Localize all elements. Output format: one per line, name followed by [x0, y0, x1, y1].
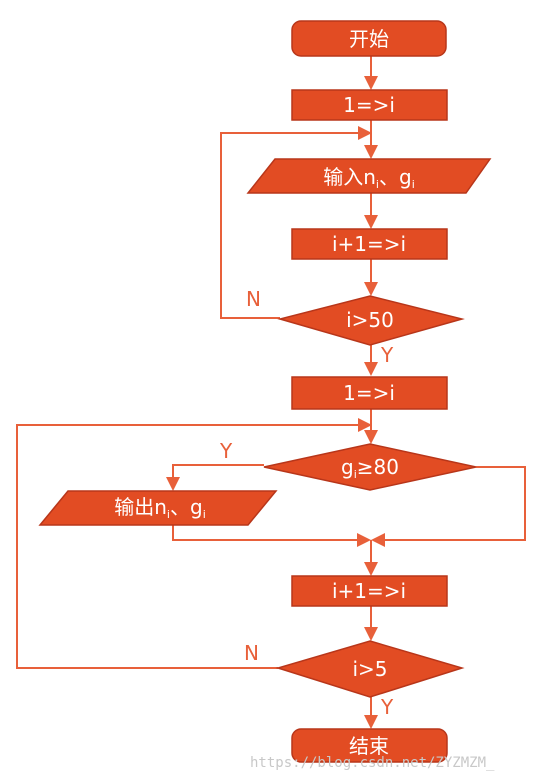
- loop2-line: [16, 424, 365, 669]
- end-label: 结束: [349, 734, 389, 758]
- arrow-head: [364, 715, 378, 729]
- init1-label: 1=>i: [343, 93, 395, 117]
- cond2-label: gi≥80: [341, 455, 399, 481]
- input-node: 输入ni、gi: [246, 158, 492, 194]
- arrow-head: [364, 282, 378, 296]
- init1-node: 1=>i: [291, 89, 448, 121]
- arrow-head: [364, 362, 378, 376]
- cond3-decision: i>5: [275, 640, 465, 698]
- inc2-label: i+1=>i: [332, 579, 406, 603]
- arrow-head: [364, 215, 378, 229]
- arrow-head: [358, 418, 372, 432]
- start-node: 开始: [291, 20, 447, 57]
- arrow-head: [364, 430, 378, 444]
- cond1-yes-label: Y: [380, 343, 394, 367]
- cond2-no-line: [383, 466, 526, 541]
- arrow-head: [166, 477, 180, 491]
- cond3-no-label: N: [244, 641, 259, 665]
- end-node: 结束: [291, 728, 448, 763]
- arrowheads: [166, 76, 385, 729]
- input-label: 输入ni、gi: [323, 165, 415, 191]
- output-merge-line: [172, 525, 359, 541]
- connectors: [16, 56, 526, 722]
- arrow-head: [364, 627, 378, 641]
- output-node: 输出ni、gi: [38, 490, 278, 526]
- arrow-head: [357, 533, 371, 547]
- init2-node: 1=>i: [291, 376, 448, 410]
- output-label: 输出ni、gi: [114, 495, 206, 521]
- cond3-label: i>5: [352, 657, 387, 681]
- arrow-head: [364, 145, 378, 159]
- cond1-label: i>50: [346, 308, 394, 332]
- init2-label: 1=>i: [343, 381, 395, 405]
- watermark: https://blog.csdn.net/ZYZMZM_: [250, 755, 495, 771]
- loop1-line: [220, 132, 365, 319]
- cond2-yes-label: Y: [219, 439, 233, 463]
- arrow-head: [358, 126, 372, 140]
- cond2-decision: gi≥80: [263, 443, 477, 491]
- cond1-decision: i>50: [277, 295, 465, 346]
- arrow-head: [364, 562, 378, 576]
- arrow-head: [371, 533, 385, 547]
- inc1-node: i+1=>i: [291, 228, 448, 260]
- cond1-no-label: N: [246, 287, 261, 311]
- inc2-node: i+1=>i: [291, 575, 448, 607]
- arrow-head: [364, 76, 378, 90]
- inc1-label: i+1=>i: [332, 232, 406, 256]
- cond3-yes-label: Y: [380, 695, 394, 719]
- start-label: 开始: [349, 27, 389, 51]
- cond2-yes-line: [172, 464, 264, 484]
